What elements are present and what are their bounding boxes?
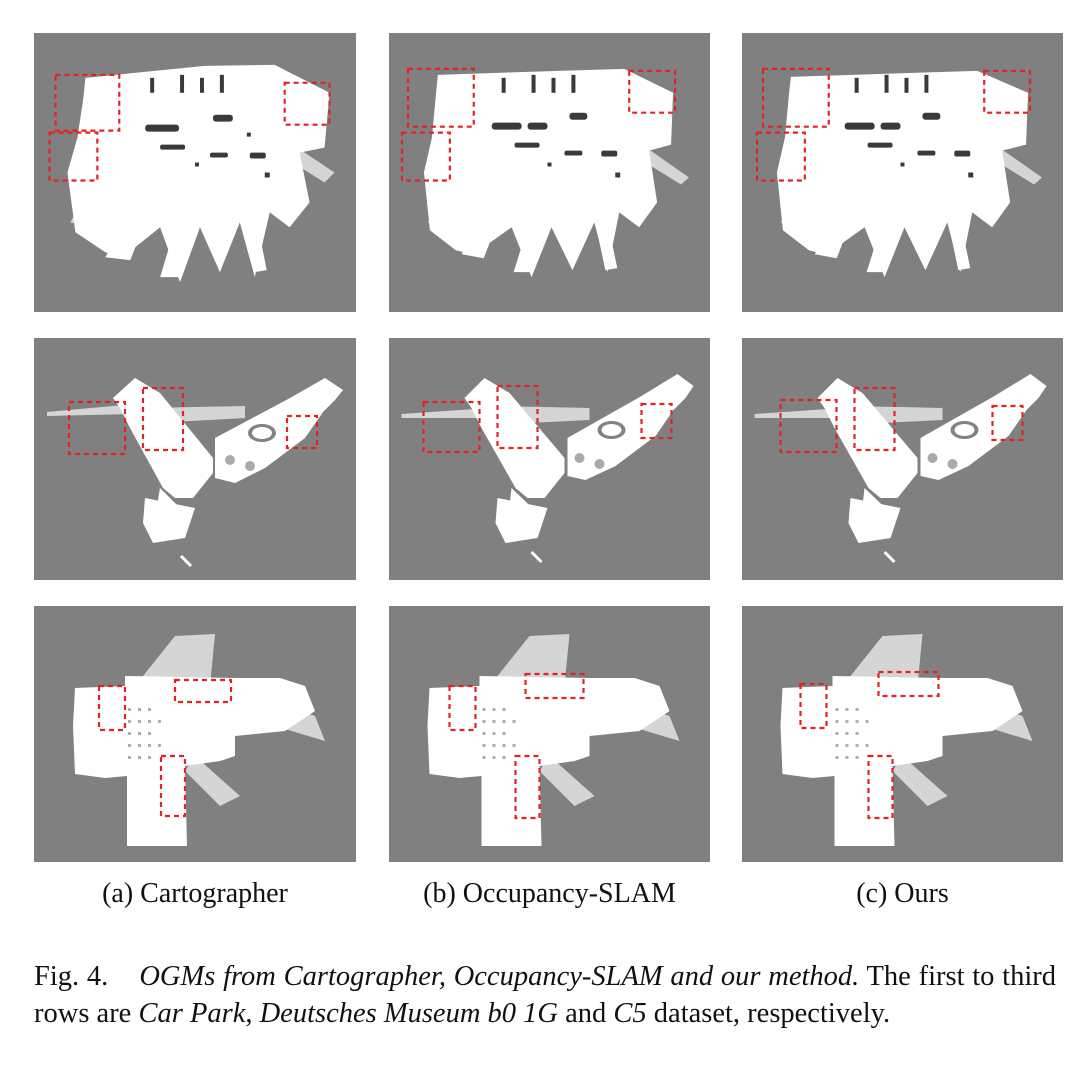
caption-number: Fig. 4.	[34, 961, 109, 992]
column-label-occupancy-slam: (b) Occupancy-SLAM	[423, 878, 676, 909]
caption-dataset-museum: Deutsches Museum b0 1G	[259, 998, 558, 1029]
occupancy-grid-map	[400, 67, 689, 278]
occupancy-grid-map	[754, 374, 1047, 564]
occupancy-grid-map	[73, 634, 325, 846]
figure-caption: Fig. 4. OGMs from Cartographer, Occupanc…	[34, 958, 1056, 1032]
occupancy-grid-map	[48, 64, 335, 283]
caption-dataset-carpark: Car Park	[138, 998, 246, 1029]
caption-separator: and	[558, 998, 614, 1029]
map-panel-carpark-ours	[742, 33, 1063, 312]
occupancy-grid-map	[427, 634, 680, 846]
column-label-ours: (c) Ours	[856, 878, 949, 909]
map-panel-museum-occupancy-slam	[389, 338, 710, 580]
map-panel-museum-cartographer	[34, 338, 356, 580]
occupancy-grid-map	[780, 634, 1033, 846]
occupancy-grid-map	[755, 67, 1042, 278]
occupancy-grid-map	[401, 374, 694, 564]
caption-text-end: dataset, respectively.	[646, 998, 891, 1029]
caption-title: OGMs from Cartographer, Occupancy-SLAM a…	[139, 961, 860, 992]
caption-text: The first to third rows are	[34, 961, 1056, 1029]
occupancy-grid-map	[47, 378, 343, 568]
map-panel-museum-ours	[742, 338, 1063, 580]
map-panel-c5-cartographer	[34, 606, 356, 862]
map-panel-c5-occupancy-slam	[389, 606, 710, 862]
caption-separator: ,	[245, 998, 260, 1029]
map-panel-carpark-cartographer	[34, 33, 356, 312]
column-label-cartographer: (a) Cartographer	[102, 878, 288, 909]
map-panel-c5-ours	[742, 606, 1063, 862]
caption-dataset-c5: C5	[613, 998, 647, 1029]
map-panel-carpark-occupancy-slam	[389, 33, 710, 312]
